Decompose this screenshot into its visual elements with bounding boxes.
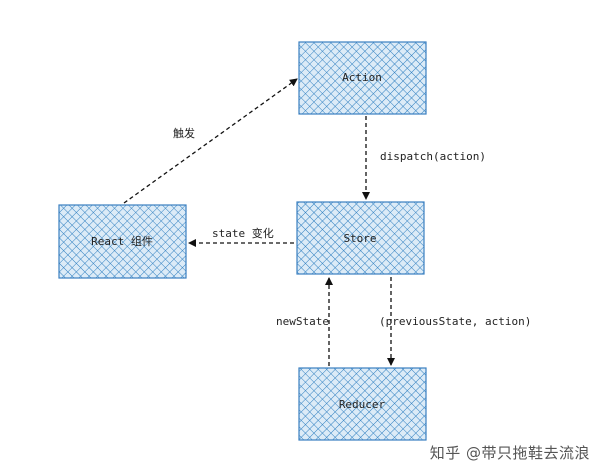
edge-store-to-reducer-label: (previousState, action) (379, 315, 531, 328)
reducer-node-label: Reducer (339, 398, 386, 411)
react-component-node-label: React 组件 (91, 234, 153, 248)
action-node: Action (298, 41, 427, 115)
action-node-label: Action (342, 71, 382, 84)
watermark-text: 知乎 @带只拖鞋去流浪 (429, 444, 590, 462)
edge-react-to-action (123, 78, 298, 204)
edge-reducer-to-store-label: newState (276, 315, 329, 328)
edge-action-to-store-label: dispatch(action) (380, 150, 486, 163)
edge-store-to-react-label: state 变化 (212, 226, 274, 240)
edge-react-to-action-label: 触发 (173, 126, 195, 140)
reducer-node: Reducer (298, 367, 427, 441)
react-component-node: React 组件 (58, 204, 187, 279)
store-node: Store (296, 201, 425, 275)
store-node-label: Store (343, 232, 376, 245)
